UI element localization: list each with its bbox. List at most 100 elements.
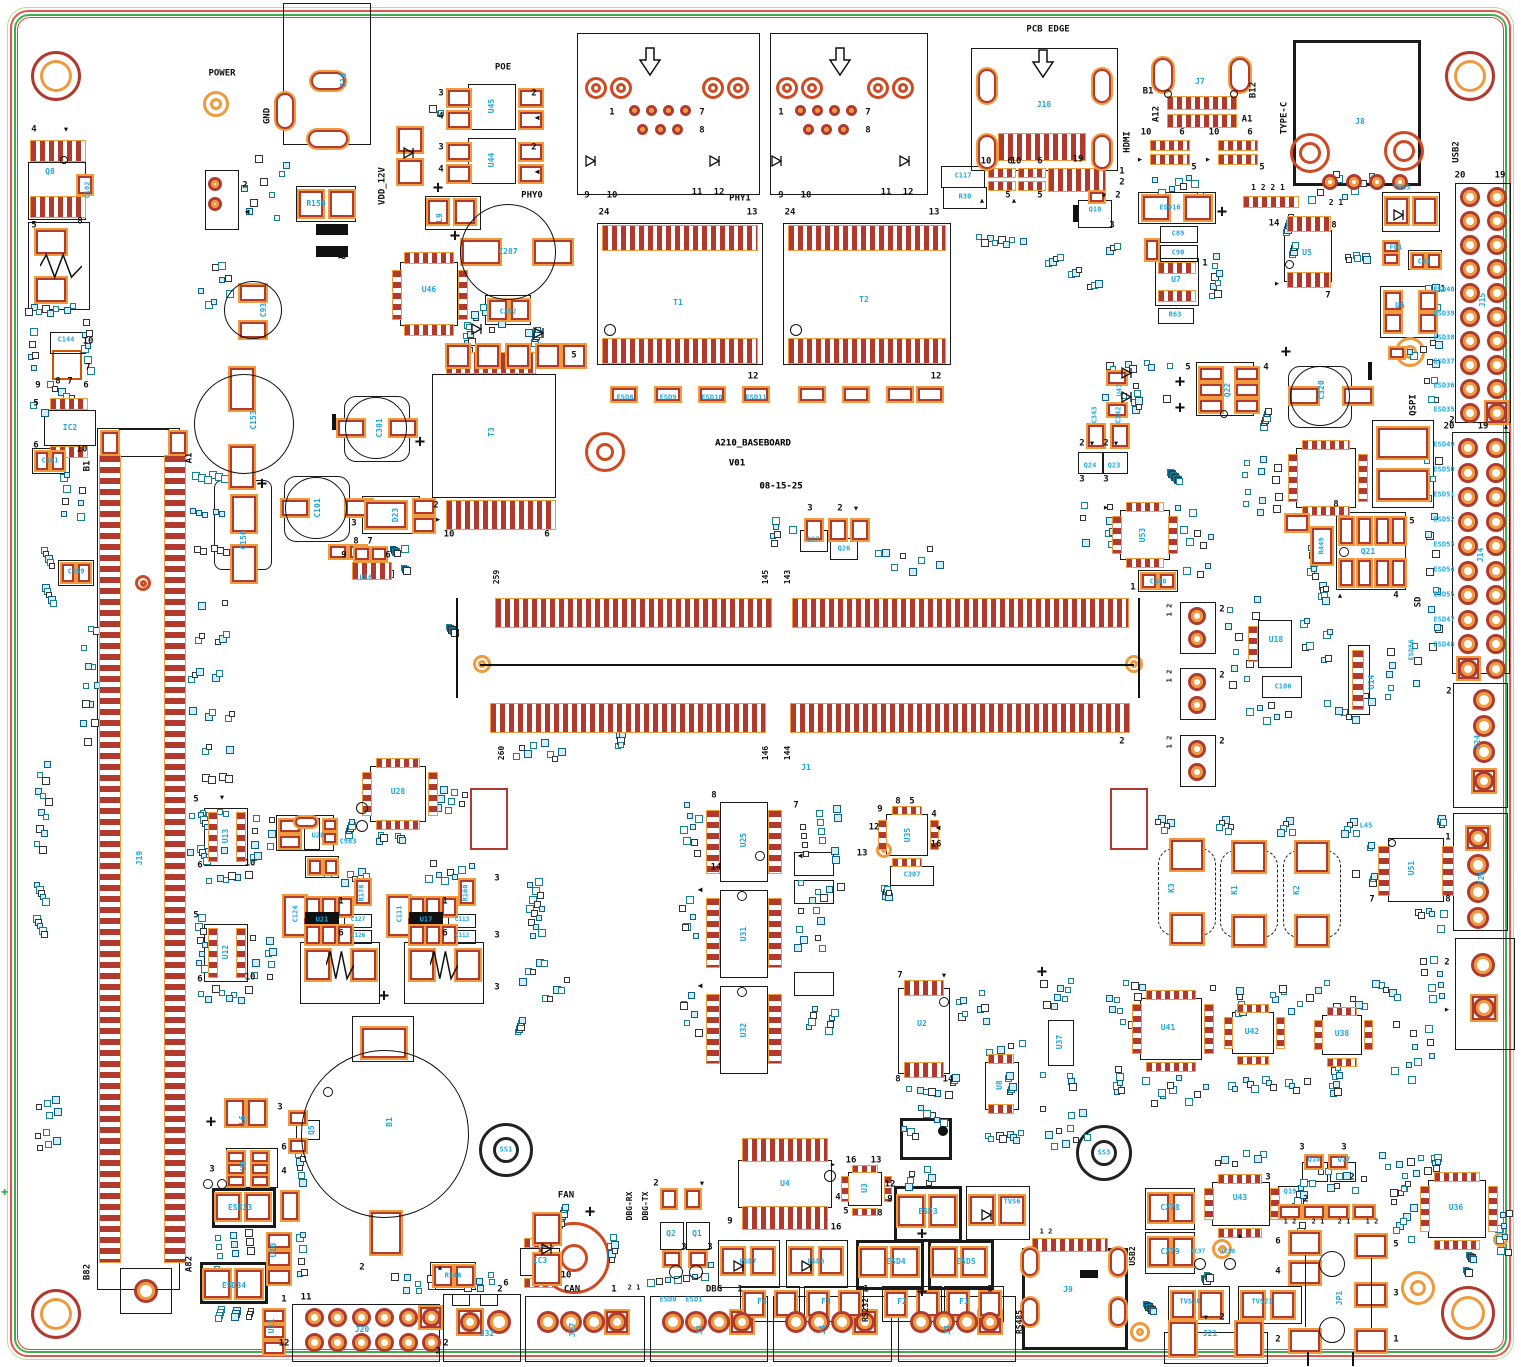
component-outline[interactable]	[305, 856, 339, 878]
smd-passive[interactable]	[1203, 1084, 1209, 1090]
refdes-u31[interactable]: U31	[739, 926, 748, 942]
smd-passive[interactable]	[825, 1027, 833, 1035]
ring-pad[interactable]	[1401, 1271, 1435, 1305]
smd-pad[interactable]	[1356, 1330, 1386, 1352]
component-outline[interactable]	[1110, 788, 1148, 850]
refdes-q23[interactable]: Q23	[1107, 461, 1121, 470]
smd-passive[interactable]	[801, 833, 807, 839]
refdes-u37[interactable]: U37	[1055, 1034, 1064, 1050]
smd-passive[interactable]	[1408, 1236, 1415, 1243]
smd-passive[interactable]	[798, 880, 804, 886]
smd-pad[interactable]	[1143, 196, 1169, 220]
smd-passive[interactable]	[1210, 283, 1217, 290]
component-outline[interactable]	[1138, 192, 1216, 224]
smd-passive[interactable]	[81, 645, 87, 651]
smd-passive[interactable]	[52, 386, 58, 392]
pin-row[interactable]	[428, 772, 438, 816]
smd-passive[interactable]	[1308, 196, 1316, 204]
refdes-tc98[interactable]: TC98	[1220, 1248, 1236, 1255]
smd-passive[interactable]	[448, 798, 455, 805]
pin-row[interactable]	[99, 455, 121, 1263]
smd-pad[interactable]	[656, 388, 680, 401]
smd-passive[interactable]	[647, 1279, 655, 1287]
smd-pad[interactable]	[52, 452, 64, 470]
smd-pad[interactable]	[204, 1270, 230, 1298]
smd-passive[interactable]	[1123, 980, 1129, 986]
through-hole[interactable]	[134, 1279, 158, 1303]
refdes-q18[interactable]: Q18	[1307, 1155, 1321, 1164]
component-outline[interactable]	[296, 186, 356, 222]
through-hole[interactable]	[794, 104, 806, 116]
smd-passive[interactable]	[1407, 1158, 1415, 1166]
smd-pad[interactable]	[268, 1270, 290, 1284]
ring-pad[interactable]	[702, 77, 724, 99]
smd-pad[interactable]	[455, 200, 475, 224]
smd-pad[interactable]	[448, 90, 470, 106]
component-outline[interactable]	[468, 84, 516, 130]
smd-passive[interactable]	[63, 485, 71, 493]
ring-pad[interactable]	[867, 77, 889, 99]
smd-passive[interactable]	[1297, 1001, 1303, 1007]
smd-passive[interactable]	[820, 894, 828, 902]
smd-pad[interactable]	[511, 300, 529, 320]
smd-passive[interactable]	[44, 761, 51, 768]
relay-pad[interactable]	[1296, 916, 1328, 946]
refdes-j8[interactable]: J8	[1355, 117, 1365, 126]
smd-passive[interactable]	[1465, 1269, 1473, 1277]
smd-passive[interactable]	[819, 945, 826, 952]
smd-pad[interactable]	[170, 432, 186, 454]
smd-passive[interactable]	[690, 914, 696, 920]
through-hole[interactable]	[1188, 696, 1206, 714]
header-hole[interactable]	[1487, 379, 1507, 399]
through-hole[interactable]	[1188, 740, 1206, 758]
refdes-u41[interactable]: U41	[1160, 1023, 1176, 1032]
smd-passive[interactable]	[1334, 1183, 1340, 1189]
smd-pad[interactable]	[428, 200, 448, 224]
refdes-q22[interactable]: Q22	[1223, 382, 1232, 398]
smd-passive[interactable]	[1051, 1143, 1058, 1150]
ring-pad[interactable]	[585, 432, 625, 472]
pin-row[interactable]	[1287, 216, 1331, 232]
smd-passive[interactable]	[31, 304, 38, 311]
pin-row[interactable]	[790, 703, 1130, 733]
smd-passive[interactable]	[1216, 824, 1223, 831]
smd-passive[interactable]	[656, 1278, 663, 1285]
header-hole[interactable]	[1486, 560, 1506, 581]
refdes-u6[interactable]: U6	[1395, 301, 1405, 310]
component-outline[interactable]	[1160, 245, 1198, 262]
smd-passive[interactable]	[245, 986, 253, 994]
refdes-c144[interactable]: C144	[57, 335, 75, 344]
smd-passive[interactable]	[86, 330, 93, 337]
smd-passive[interactable]	[1354, 255, 1361, 262]
smd-passive[interactable]	[215, 1235, 221, 1241]
oval-pad[interactable]	[978, 135, 996, 169]
smd-pad[interactable]	[414, 500, 434, 514]
smd-passive[interactable]	[441, 877, 449, 885]
pin-row[interactable]	[1126, 502, 1164, 512]
smd-passive[interactable]	[78, 500, 84, 506]
smd-passive[interactable]	[691, 1011, 698, 1018]
smd-passive[interactable]	[934, 1117, 940, 1123]
smd-passive[interactable]	[558, 987, 565, 994]
smd-pad[interactable]	[228, 1164, 244, 1174]
pin-row[interactable]	[1434, 1172, 1480, 1182]
pin-row[interactable]	[706, 898, 720, 968]
smd-passive[interactable]	[43, 814, 49, 820]
refdes-r63[interactable]: R63	[1168, 310, 1182, 319]
smd-passive[interactable]	[679, 905, 686, 912]
smd-passive[interactable]	[498, 320, 506, 328]
header-hole[interactable]	[1458, 487, 1478, 507]
smd-pad[interactable]	[268, 1234, 290, 1248]
refdes-l6[interactable]: L6	[238, 1115, 247, 1125]
pin-row[interactable]	[1488, 1186, 1498, 1232]
refdes-fb1[interactable]: FB1	[1389, 243, 1403, 252]
refdes-u21[interactable]: U21	[315, 915, 329, 924]
smd-passive[interactable]	[562, 1204, 569, 1211]
smd-pad[interactable]	[447, 345, 469, 367]
smd-passive[interactable]	[1245, 489, 1251, 495]
refdes-esd1[interactable]: ESD1	[685, 1295, 703, 1304]
smd-passive[interactable]	[266, 937, 274, 945]
component-outline[interactable]	[720, 802, 768, 882]
smd-passive[interactable]	[62, 498, 69, 505]
smd-passive[interactable]	[1045, 1131, 1053, 1139]
